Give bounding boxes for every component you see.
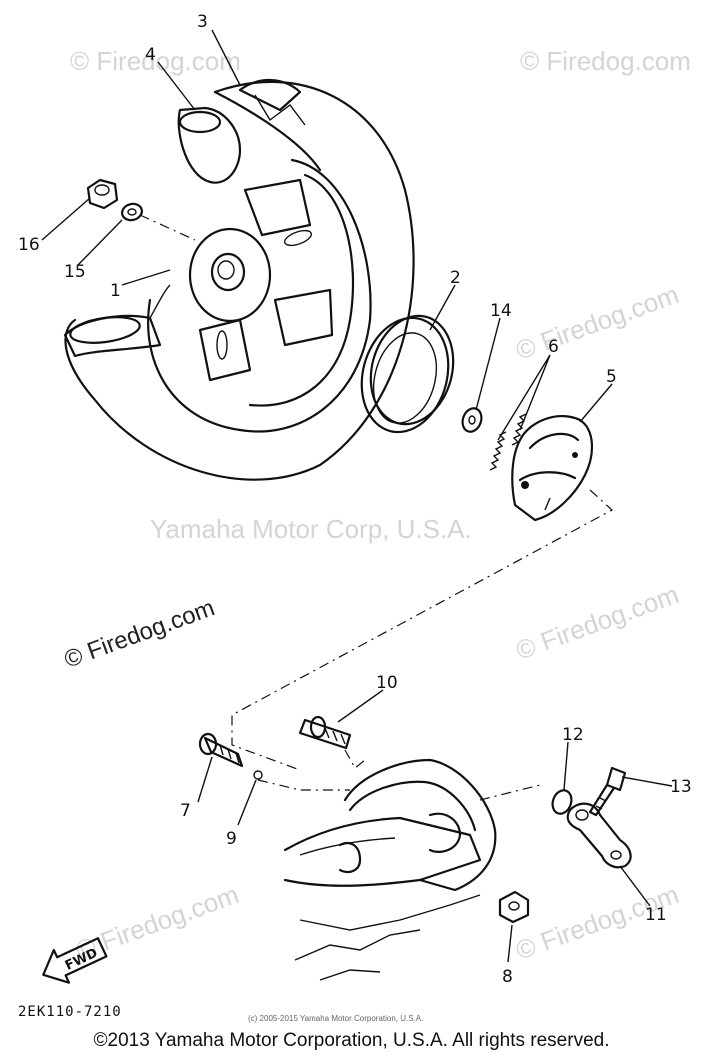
callout-4: 4 <box>145 45 156 65</box>
springs-drawing <box>489 413 527 471</box>
callout-5: 5 <box>606 367 617 387</box>
watermark-yamaha: Yamaha Motor Corp, U.S.A. <box>150 514 472 544</box>
leader-lines <box>41 29 673 963</box>
ring-drawing <box>360 314 455 434</box>
watermark-firedog: © Firedog.com <box>72 879 243 966</box>
nut-8-drawing <box>498 890 530 924</box>
small-copyright: (c) 2005-2015 Yamaha Motor Corporation, … <box>248 1014 424 1023</box>
washer-drawing <box>461 407 483 433</box>
callouts: 3 4 16 15 1 2 14 6 5 10 12 13 7 9 11 8 <box>18 12 692 987</box>
brake-panel-drawing <box>283 758 497 981</box>
watermark-firedog: © Firedog.com <box>61 594 218 673</box>
washer-12-drawing <box>551 789 573 815</box>
callout-6: 6 <box>548 337 559 357</box>
copyright-notice: ©2013 Yamaha Motor Corporation, U.S.A. A… <box>93 1030 610 1051</box>
callout-2: 2 <box>450 268 461 288</box>
callout-10: 10 <box>376 673 398 693</box>
watermark-firedog: © Firedog.com <box>512 579 683 666</box>
callout-7: 7 <box>180 801 191 821</box>
callout-15: 15 <box>64 262 86 282</box>
pin-9-drawing <box>253 770 263 780</box>
assembly-line <box>231 489 614 771</box>
callout-11: 11 <box>645 905 667 925</box>
assembly-line <box>257 779 350 791</box>
washer-15-drawing <box>121 202 143 222</box>
bolt-7-drawing <box>198 732 244 768</box>
bolt-13-drawing <box>588 766 627 817</box>
watermark-firedog: © Firedog.com <box>520 46 691 76</box>
nut-16-drawing <box>86 178 119 210</box>
callout-8: 8 <box>502 967 513 987</box>
callout-1: 1 <box>110 281 121 301</box>
callout-12: 12 <box>562 725 584 745</box>
watermark-firedog: © Firedog.com <box>70 46 241 76</box>
screw-10-drawing <box>298 715 352 750</box>
diagram-code: 2EK110-7210 <box>18 1004 122 1020</box>
rear-wheel-drawing <box>63 78 415 481</box>
watermarks: © Firedog.com © Firedog.com © Firedog.co… <box>61 46 691 966</box>
assembly-line <box>344 749 366 769</box>
brake-arm-drawing <box>566 802 632 869</box>
assembly-line <box>479 784 541 801</box>
callout-16: 16 <box>18 235 40 255</box>
callout-9: 9 <box>226 829 237 849</box>
brake-shoes-drawing <box>511 415 594 522</box>
callout-3: 3 <box>197 12 208 32</box>
watermark-firedog: © Firedog.com <box>512 279 683 366</box>
callout-14: 14 <box>490 301 512 321</box>
callout-13: 13 <box>670 777 692 797</box>
